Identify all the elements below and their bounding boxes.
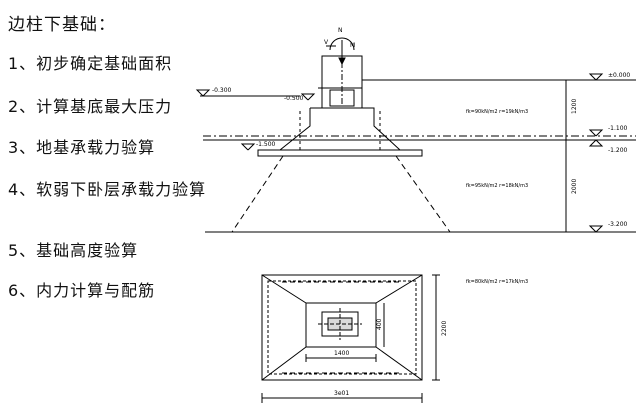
pressure-spread-left <box>231 155 284 233</box>
plan-side-text: 400 <box>376 318 383 330</box>
water-level-text: -1.100 <box>608 125 628 132</box>
column-base-plate <box>329 89 355 107</box>
level-marker-top <box>588 73 604 81</box>
diagram-heading: 边柱下基础： <box>8 15 116 35</box>
level-marker-pedestal <box>300 93 316 101</box>
level-marker-bottom <box>588 225 604 233</box>
level-marker-layer <box>588 139 604 147</box>
section-labels: V N M -0.300 -0.500 -1.500 ±0.000 -1.100… <box>212 27 630 228</box>
pressure-spread-right <box>395 155 451 233</box>
layer-level-text: -1.200 <box>608 147 628 154</box>
footing-section <box>278 107 402 151</box>
section-view <box>195 37 636 233</box>
base-level-text: -1.500 <box>256 141 276 148</box>
plan-pedestal <box>305 302 377 348</box>
level-marker-water <box>588 129 604 137</box>
plan-width-text: 3e01 <box>334 390 349 397</box>
step-3: 3、地基承载力验算 <box>8 138 156 157</box>
plan-depth-text: 2200 <box>441 321 448 336</box>
plan-labels: fk=80kN/m2 r=17kN/m3 3e01 1400 2200 400 <box>334 279 528 397</box>
soil-layer-2-note: fk=95kN/m2 r=18kN/m3 <box>466 183 528 189</box>
plan-soil-note: fk=80kN/m2 r=17kN/m3 <box>466 279 528 285</box>
pedestal-level-text: -0.500 <box>284 95 304 102</box>
footing-cushion <box>257 149 423 157</box>
step-5: 5、基础高度验算 <box>8 241 139 260</box>
step-4: 4、软弱下卧层承载力验算 <box>8 180 207 199</box>
plan-outer-footing <box>261 274 423 381</box>
plan-inner-text: 1400 <box>334 350 349 357</box>
bottom-level-text: -3.200 <box>608 221 628 228</box>
level-marker-base <box>240 143 256 151</box>
plan-view <box>261 274 440 403</box>
ground-level-text: -0.300 <box>212 87 232 94</box>
step-6: 6、内力计算与配筋 <box>8 281 156 300</box>
dim-2000: 2000 <box>571 179 578 194</box>
soil-layer-1-note: fk=90kN/m2 r=19kN/m3 <box>466 109 528 115</box>
step-2: 2、计算基底最大压力 <box>8 97 173 116</box>
level-marker-ground <box>195 89 211 97</box>
top-level-text: ±0.000 <box>608 72 630 79</box>
step-1: 1、初步确定基础面积 <box>8 54 173 73</box>
dim-1200: 1200 <box>571 99 578 114</box>
shear-label: V <box>324 39 329 46</box>
axial-label: N <box>338 27 343 34</box>
moment-label: M <box>350 42 355 49</box>
